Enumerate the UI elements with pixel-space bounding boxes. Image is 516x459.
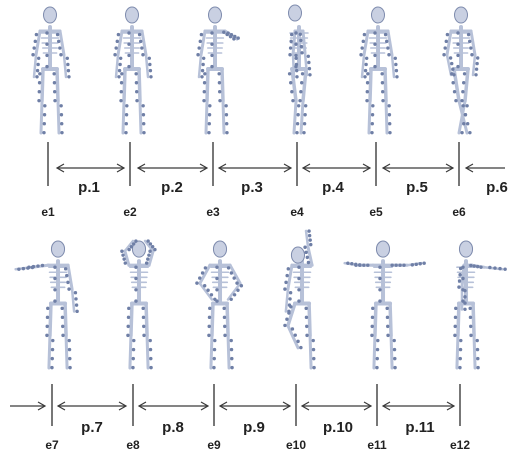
event-label: e4 — [290, 205, 304, 219]
lead-in-arrow — [10, 402, 45, 410]
phase-arrow — [466, 164, 505, 172]
event-label: e1 — [41, 205, 55, 219]
phase-arrow — [302, 402, 371, 410]
skeleton-figure — [113, 7, 152, 134]
event-label: e5 — [369, 205, 383, 219]
phase-arrow — [219, 164, 291, 172]
phase-label: p.3 — [241, 179, 263, 196]
event-label: e3 — [206, 205, 220, 219]
phase-arrow — [138, 164, 207, 172]
phase-arrow — [383, 164, 453, 172]
skeleton-figure — [195, 241, 243, 369]
skeleton-figure — [16, 241, 79, 369]
phase-arrow — [220, 402, 290, 410]
phase-label: p.4 — [322, 179, 344, 196]
skeleton-figure — [442, 7, 479, 134]
phase-arrow — [57, 164, 124, 172]
event-label: e12 — [450, 438, 470, 452]
phase-label: p.7 — [81, 419, 103, 436]
phase-label: p.8 — [162, 419, 184, 436]
event-label: e7 — [45, 438, 59, 452]
phase-arrow — [303, 164, 370, 172]
skeleton-figure — [359, 7, 398, 134]
phase-label: p.11 — [405, 419, 434, 436]
skeleton-figure — [196, 7, 240, 134]
phase-label: p.2 — [161, 179, 183, 196]
skeleton-figure — [345, 241, 426, 369]
phase-label: p.9 — [243, 419, 265, 436]
phase-arrow — [58, 402, 126, 410]
phase-arrow — [383, 402, 454, 410]
event-label: e11 — [367, 438, 387, 452]
row-1: e1 e2 e3 e4 e5 e6 p.1 p.2 p.3 p.4 p.5 p.6 — [31, 5, 508, 219]
skeleton-figure — [283, 229, 316, 369]
event-label: e6 — [452, 205, 466, 219]
event-label: e8 — [126, 438, 140, 452]
phase-arrow — [139, 402, 208, 410]
phase-label: p.5 — [406, 179, 428, 196]
event-label: e9 — [207, 438, 221, 452]
row-2: e7 e8 e9 e10 e11 e12 p.7 p.8 p.9 p.10 p.11 — [10, 229, 507, 452]
skeleton-figure — [453, 241, 507, 369]
skeleton-figure — [288, 5, 312, 134]
phase-label: p.6 — [486, 179, 508, 196]
event-label: e2 — [123, 205, 137, 219]
event-label: e10 — [286, 438, 306, 452]
skeleton-figure — [31, 7, 70, 134]
phase-label: p.1 — [78, 179, 100, 196]
skeleton-figure — [120, 239, 156, 369]
phase-label: p.10 — [323, 419, 353, 436]
